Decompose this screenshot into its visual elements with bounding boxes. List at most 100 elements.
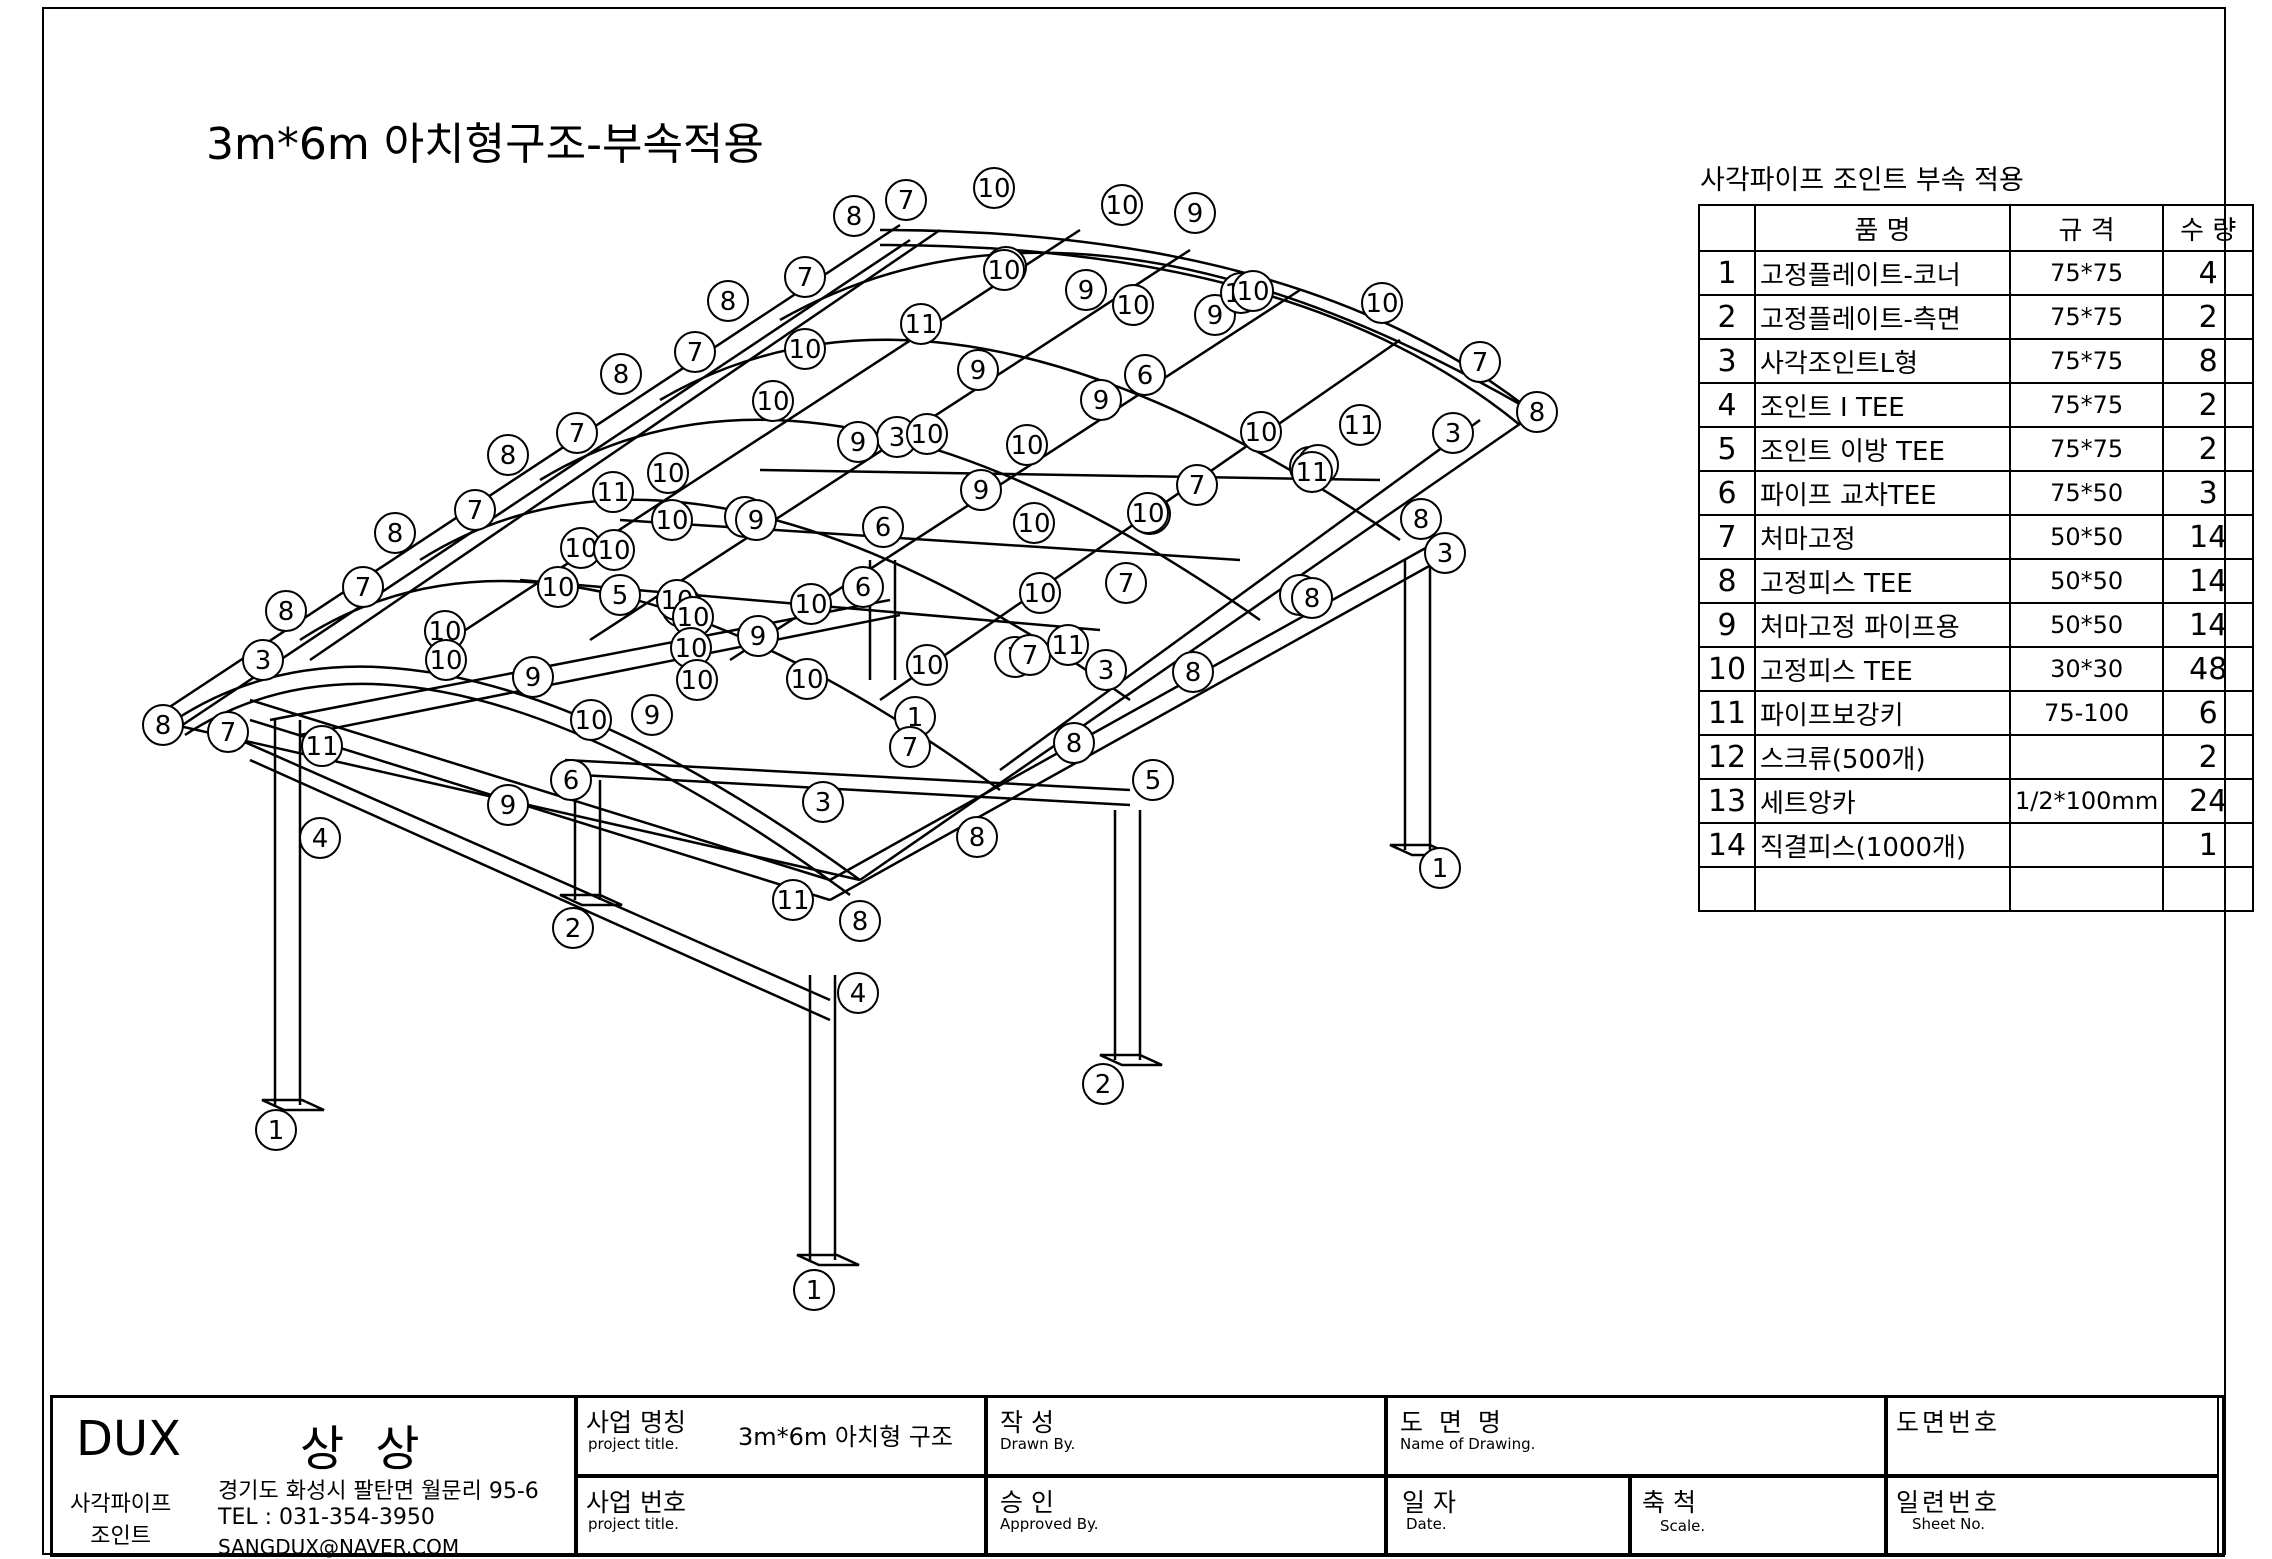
roof-rails	[164, 223, 1541, 882]
callout-label: 6	[563, 766, 580, 796]
drawing-name-label: 도 면 명	[1400, 1408, 1505, 1437]
callout-bubble: 5	[1132, 759, 1174, 801]
callout-bubble: 8	[1400, 498, 1442, 540]
callout-label: 10	[564, 534, 597, 564]
callout-bubble: 10	[593, 529, 635, 571]
approved-by-cell	[986, 1476, 1386, 1557]
callout-label: 7	[1472, 348, 1489, 378]
parts-cell-name: 파이프 교차TEE	[1754, 470, 2011, 516]
callout-circle	[1105, 562, 1147, 604]
callout-bubble: 11	[1339, 404, 1381, 446]
parts-cell-qty: 2	[2162, 294, 2255, 340]
drawing-no-label: 도면번호	[1896, 1408, 2001, 1437]
callout-bubble: 10	[651, 499, 693, 541]
callout-label: 11	[1295, 458, 1328, 488]
callout-label: 3	[1445, 419, 1462, 449]
callout-label: 10	[756, 387, 789, 417]
callout-label: 7	[902, 733, 919, 763]
callout-bubble: 2	[1082, 1063, 1124, 1105]
callout-circle	[784, 328, 826, 370]
callout-circle	[784, 256, 826, 298]
callout-label: 4	[850, 979, 867, 1009]
callout-label: 8	[720, 287, 737, 317]
callout-label: 10	[910, 651, 943, 681]
callout-bubble: 8	[487, 434, 529, 476]
callout-bubble: 10	[1361, 282, 1403, 324]
callout-label: 8	[1185, 658, 1202, 688]
callout-circle	[1291, 577, 1333, 619]
callout-bubble: 10	[983, 249, 1025, 291]
drawn-by-label: 작 성	[1000, 1408, 1054, 1437]
callout-circle	[265, 590, 307, 632]
callout-bubble: 3	[1424, 532, 1466, 574]
callout-circle	[674, 331, 716, 373]
sheet-no-cell	[1886, 1476, 2219, 1557]
parts-cell-no: 14	[1698, 822, 1756, 868]
callout-label: 8	[278, 597, 295, 627]
callout-circle	[885, 179, 927, 221]
parts-cell-qty: 2	[2162, 734, 2255, 780]
callout-circle	[242, 639, 284, 681]
callout-label: 10	[1116, 291, 1149, 321]
callout-label: 3	[815, 788, 832, 818]
callout-bubble: 9	[737, 615, 779, 657]
parts-cell-no: 10	[1698, 646, 1756, 692]
callout-label: 7	[1022, 641, 1039, 671]
approved-by-sub: Approved By.	[1000, 1515, 1099, 1533]
callout-circle	[647, 452, 689, 494]
callout-bubble: 10	[676, 659, 718, 701]
parts-cell-qty: 24	[2162, 778, 2255, 824]
callout-label: 10	[1010, 431, 1043, 461]
callout-bubble: 11	[592, 471, 634, 513]
parts-table-row	[1698, 866, 2255, 912]
callout-label: 10	[655, 506, 688, 536]
callout-label: 9	[525, 663, 542, 693]
callout-label: 10	[597, 536, 630, 566]
parts-cell-qty: 14	[2162, 514, 2255, 560]
parts-cell-name	[1754, 866, 2011, 912]
parts-cell-spec: 75*75	[2008, 294, 2165, 340]
callout-bubble: 9	[1080, 379, 1122, 421]
parts-cell-spec: 30*30	[2008, 646, 2165, 692]
parts-cell-name: 처마고정	[1754, 514, 2011, 560]
callout-circle	[802, 781, 844, 823]
callout-bubble: 9	[1174, 192, 1216, 234]
parts-cell-spec	[2008, 866, 2165, 912]
callout-bubble: 9	[1065, 269, 1107, 311]
parts-cell-name: 고정피스 TEE	[1754, 558, 2011, 604]
parts-cell-name: 고정피스 TEE	[1754, 646, 2011, 692]
callout-circle	[1419, 847, 1461, 889]
parts-cell-spec: 75*75	[2008, 426, 2165, 472]
callout-label: 10	[794, 590, 827, 620]
drawing-no-cell	[1886, 1395, 2219, 1476]
parts-cell-no	[1698, 866, 1756, 912]
callout-label: 9	[970, 356, 987, 386]
callout-label: 11	[1343, 411, 1376, 441]
callout-bubble: 6	[842, 566, 884, 608]
callout-bubble: 1	[793, 1269, 835, 1311]
parts-cell-name: 처마고정 파이프용	[1754, 602, 2011, 648]
callout-circle	[790, 583, 832, 625]
callout-bubble: 6	[862, 506, 904, 548]
callout-label: 5	[1145, 766, 1162, 796]
callout-bubble: 10	[752, 380, 794, 422]
callout-bubble: 8	[265, 590, 307, 632]
callout-label: 8	[1413, 505, 1430, 535]
callout-circle	[1053, 722, 1095, 764]
callout-circle	[842, 566, 884, 608]
parts-cell-qty: 1	[2162, 822, 2255, 868]
company-cell	[50, 1395, 576, 1557]
callout-circle	[1047, 624, 1089, 666]
callout-bubble: 8	[1053, 722, 1095, 764]
callout-circle	[1232, 270, 1274, 312]
callout-bubble: 8	[374, 512, 416, 554]
callout-label: 10	[788, 335, 821, 365]
parts-cell-qty: 8	[2162, 338, 2255, 384]
scale-sub: Scale.	[1660, 1517, 1706, 1535]
callout-bubble: 11	[1291, 451, 1333, 493]
callout-circle	[1132, 759, 1174, 801]
drawing-name-sub: Name of Drawing.	[1400, 1435, 1536, 1453]
drawing-title: 3m*6m 아치형구조-부속적용	[206, 119, 764, 170]
